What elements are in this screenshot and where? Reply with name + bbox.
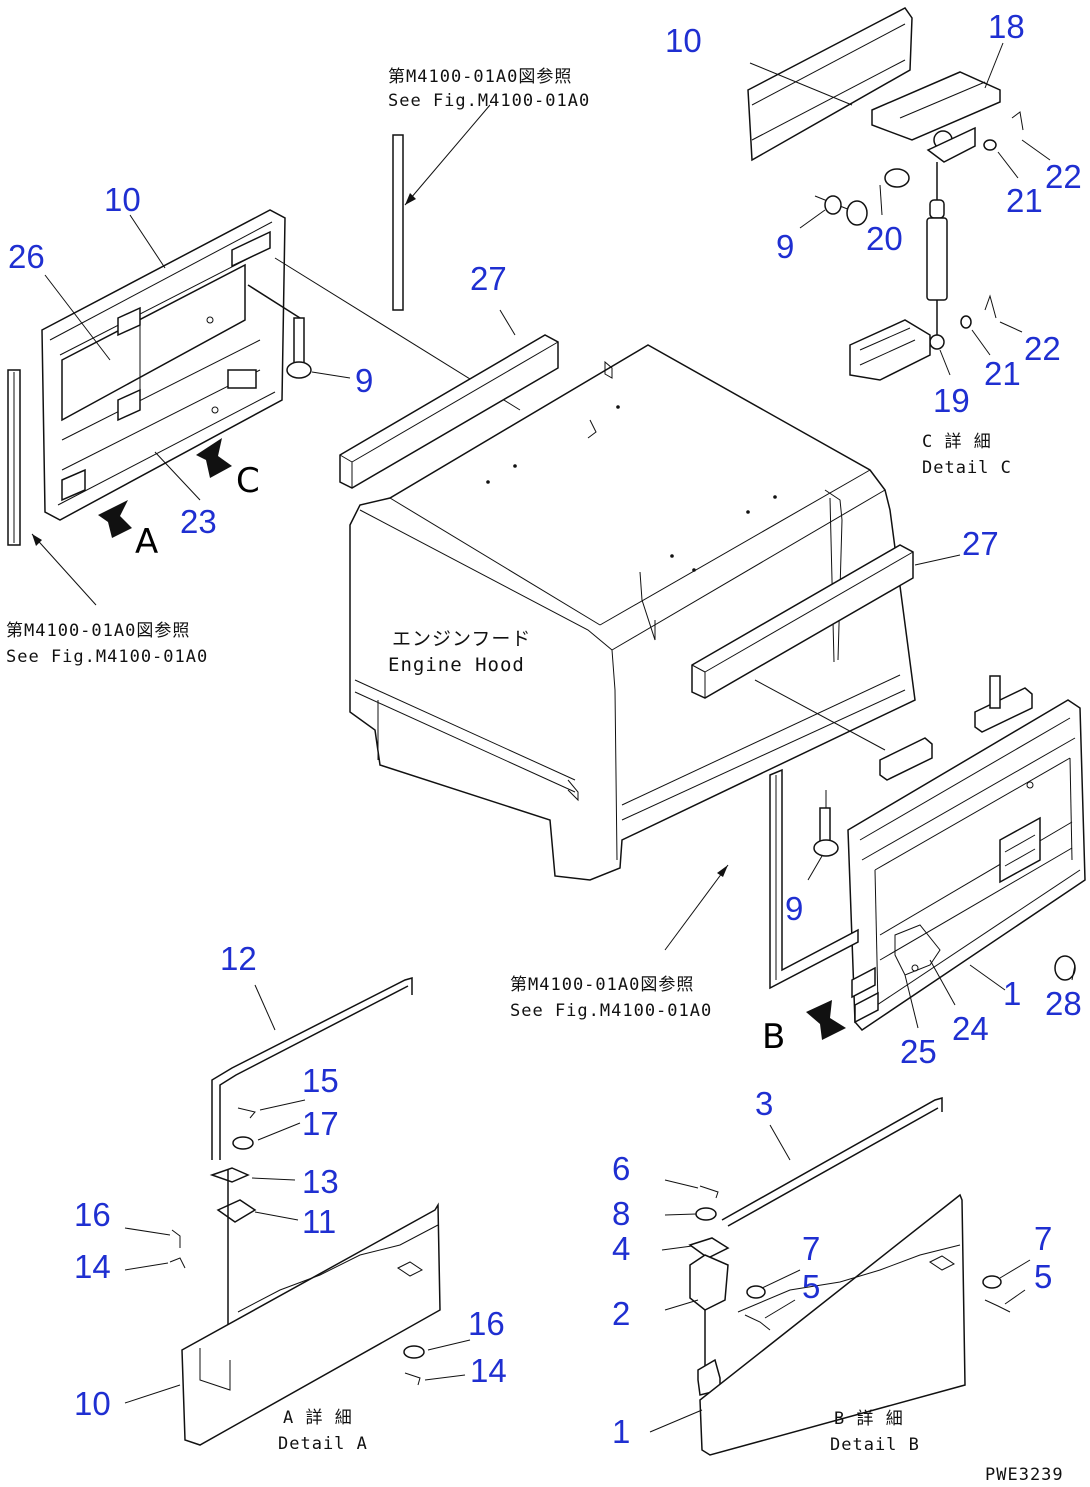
part-label: 20 — [866, 220, 903, 257]
note-right-jp: 第M4100-01A0図参照 — [510, 975, 694, 995]
note-detail-b-jp: B 詳 細 — [834, 1409, 904, 1429]
detail-c-drawing — [747, 7, 1051, 381]
part-label: 23 — [180, 503, 217, 540]
part-label: 7 — [802, 1230, 820, 1267]
part-label: 1 — [612, 1413, 630, 1450]
part-label: 4 — [612, 1230, 630, 1267]
part-label: 15 — [302, 1062, 339, 1099]
part-label: 13 — [302, 1163, 339, 1200]
part-label: 10 — [104, 181, 141, 218]
note-hood-en: Engine Hood — [388, 654, 525, 676]
part-label: 19 — [933, 382, 970, 419]
note-top-en: See Fig.M4100-01A0 — [388, 91, 590, 111]
note-top-jp: 第M4100-01A0図参照 — [388, 67, 572, 87]
part-label: 6 — [612, 1150, 630, 1187]
note-detail-c-jp: C 詳 細 — [922, 432, 992, 452]
part-label: 8 — [612, 1195, 630, 1232]
note-detail-a-en: Detail A — [278, 1434, 368, 1454]
part-label: 25 — [900, 1033, 937, 1070]
part-label: 22 — [1024, 330, 1061, 367]
part-label: 27 — [470, 260, 507, 297]
detail-a-drawing — [124, 977, 471, 1446]
part-number-labels: 10 18 22 21 9 20 22 21 19 10 26 9 23 27 … — [8, 8, 1082, 1450]
view-letter-b: B — [762, 1017, 785, 1057]
note-detail-c-en: Detail C — [922, 458, 1012, 478]
part-label: 5 — [1034, 1258, 1052, 1295]
note-left-jp: 第M4100-01A0図参照 — [6, 621, 190, 641]
part-label: 16 — [74, 1196, 111, 1233]
right-door-drawing — [664, 675, 1086, 1040]
note-left-en: See Fig.M4100-01A0 — [6, 647, 208, 667]
part-label: 14 — [470, 1352, 507, 1389]
part-label: 16 — [468, 1305, 505, 1342]
part-label: 10 — [665, 22, 702, 59]
part-label: 10 — [74, 1385, 111, 1422]
part-label: 28 — [1045, 985, 1082, 1022]
part-label: 2 — [612, 1295, 630, 1332]
part-label: 3 — [755, 1085, 773, 1122]
drawing-code: PWE3239 — [985, 1465, 1064, 1485]
part-label: 12 — [220, 940, 257, 977]
part-label: 22 — [1045, 158, 1082, 195]
left-door-drawing — [7, 209, 521, 606]
part-label: 18 — [988, 8, 1025, 45]
part-label: 26 — [8, 238, 45, 275]
part-label: 21 — [1006, 182, 1043, 219]
part-label: 27 — [962, 525, 999, 562]
part-label: 1 — [1003, 975, 1021, 1012]
top-strip-drawing — [392, 104, 491, 311]
reference-notes: 第M4100-01A0図参照 See Fig.M4100-01A0 第M4100… — [6, 67, 1064, 1485]
detail-b-drawing — [649, 1097, 1031, 1456]
part-label: 9 — [785, 890, 803, 927]
part-label: 24 — [952, 1010, 989, 1047]
part-label: 9 — [776, 228, 794, 265]
part-label: 5 — [802, 1268, 820, 1305]
part-label: 9 — [355, 362, 373, 399]
part-label: 21 — [984, 355, 1021, 392]
engine-hood-drawing — [339, 309, 961, 881]
part-label: 7 — [1034, 1220, 1052, 1257]
part-label: 11 — [302, 1203, 336, 1240]
note-hood-jp: エンジンフード — [392, 628, 531, 650]
note-detail-a-jp: A 詳 細 — [283, 1408, 353, 1428]
part-label: 14 — [74, 1248, 111, 1285]
view-letter-a: A — [135, 522, 158, 562]
view-letters: A C B — [135, 461, 785, 1057]
note-right-en: See Fig.M4100-01A0 — [510, 1001, 712, 1021]
note-detail-b-en: Detail B — [830, 1435, 920, 1455]
part-label: 17 — [302, 1105, 339, 1142]
view-letter-c: C — [236, 461, 260, 501]
